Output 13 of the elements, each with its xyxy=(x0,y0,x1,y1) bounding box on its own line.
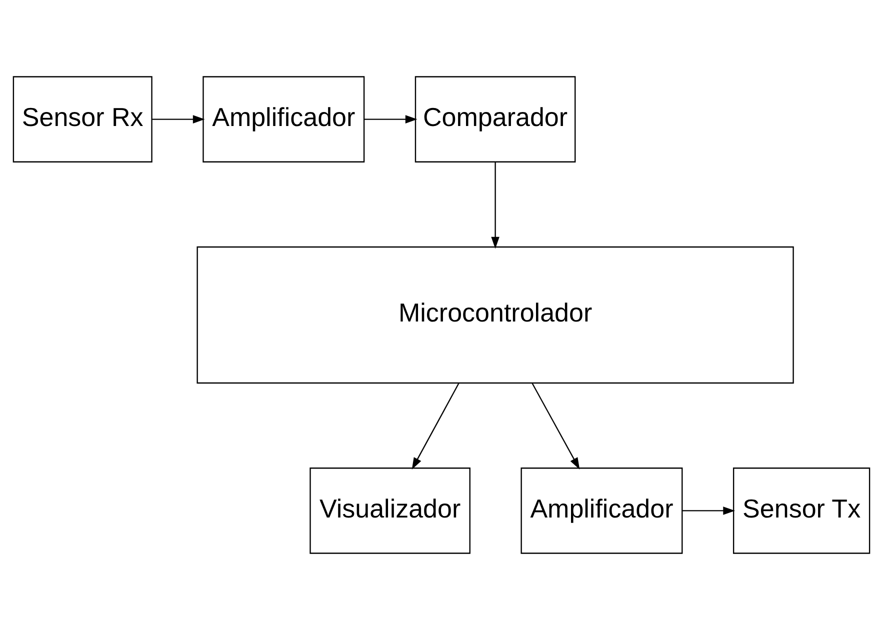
node-box: Sensor Tx xyxy=(732,467,870,554)
node-box: Visualizador xyxy=(310,467,470,554)
node-box: Microcontrolador xyxy=(196,246,794,384)
node-box: Amplificador xyxy=(520,467,683,554)
arrow xyxy=(412,382,460,469)
node-box: Amplificador xyxy=(202,76,365,162)
node-box: Comparador xyxy=(414,76,576,162)
arrow xyxy=(532,382,580,469)
arrow xyxy=(682,506,735,514)
node-box: Sensor Rx xyxy=(12,76,152,162)
arrow xyxy=(491,161,500,248)
arrow xyxy=(152,114,205,123)
arrow xyxy=(364,114,418,123)
